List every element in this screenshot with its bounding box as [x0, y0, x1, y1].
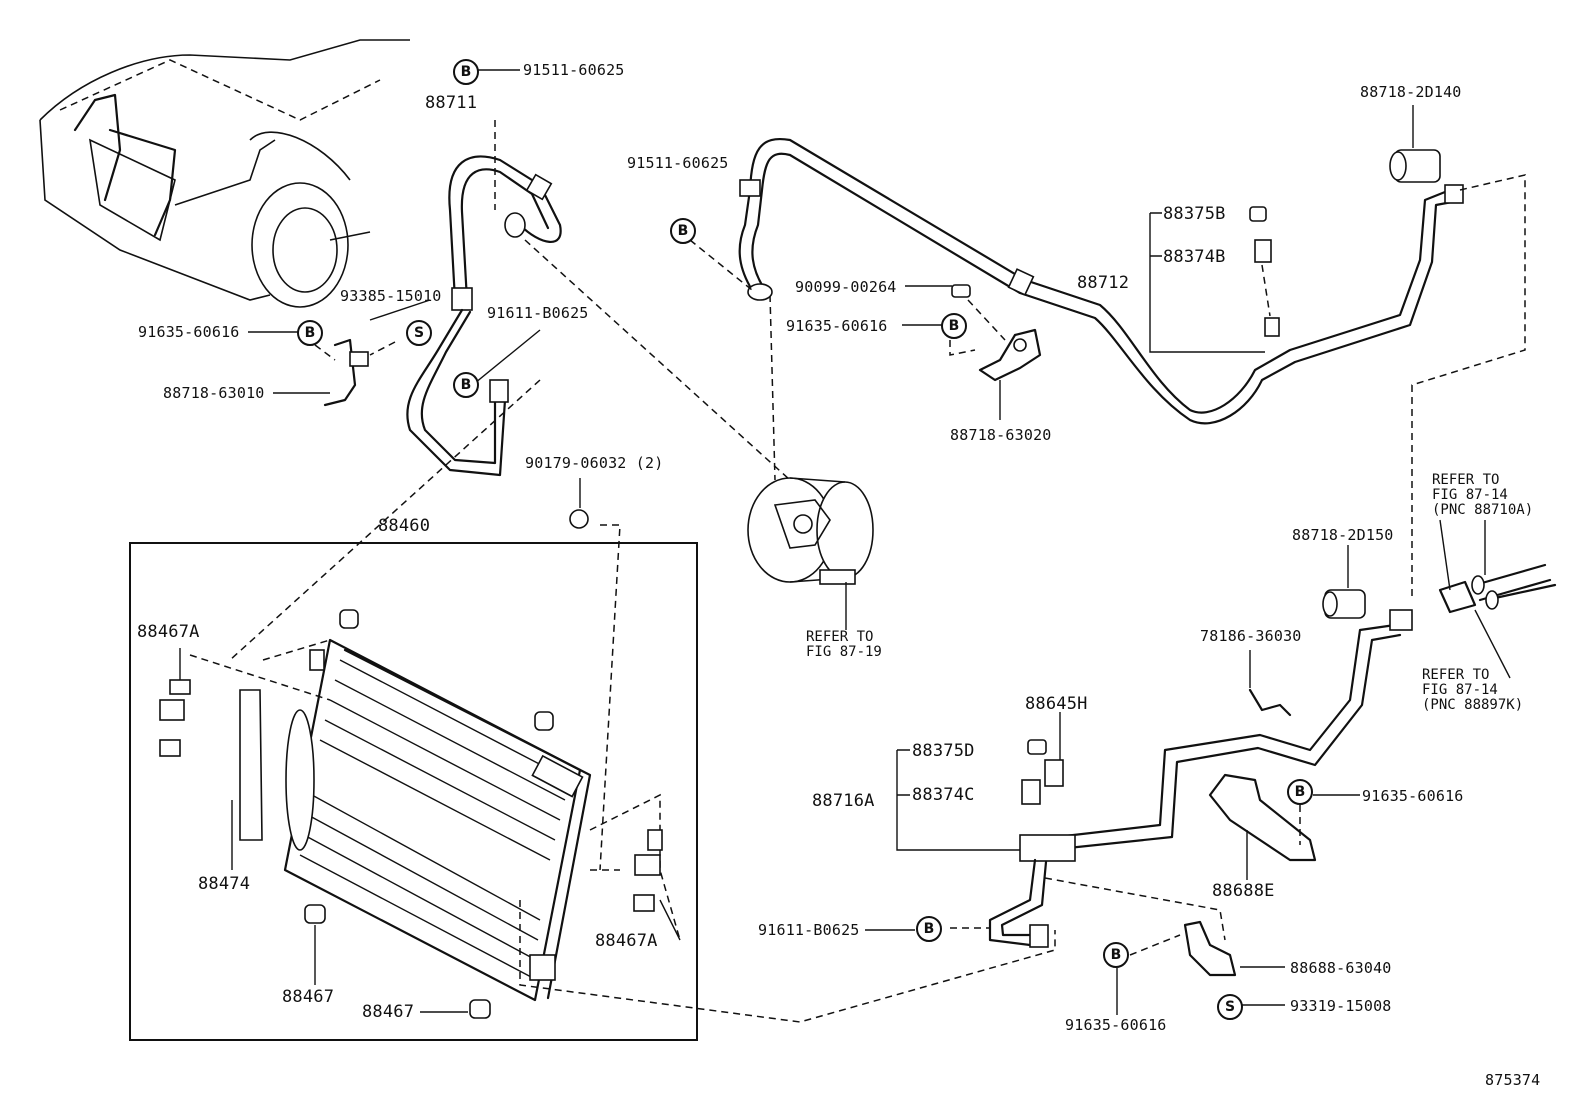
part-label-88460: 88460 — [378, 516, 431, 536]
part-label-90179-06032: 90179-06032 (2) — [525, 454, 664, 472]
bolt-symbol-b: B — [297, 320, 323, 346]
connector-pipes — [1438, 520, 1557, 614]
part-label-88688E: 88688E — [1212, 881, 1275, 901]
bolt-symbol-b: B — [670, 218, 696, 244]
bolt-symbol-b: B — [453, 59, 479, 85]
part-label-91635-60616-right: 91635-60616 — [1362, 787, 1464, 805]
bolt-symbol-b: B — [916, 916, 942, 942]
part-label-88467-b: 88467 — [362, 1002, 415, 1022]
valve-88374B — [1149, 206, 1280, 353]
part-label-88374C: 88374C — [912, 785, 975, 805]
bracket-88688E — [1129, 773, 1317, 1006]
part-label-88375B: 88375B — [1163, 204, 1226, 224]
part-label-88688-63040: 88688-63040 — [1290, 959, 1392, 977]
bolt-symbol-b: B — [941, 313, 967, 339]
part-label-88645H: 88645H — [1025, 694, 1088, 714]
leader-lines — [248, 69, 1511, 1015]
bracket-88718-63020 — [949, 284, 1042, 382]
part-label-88718-2D150: 88718-2D150 — [1292, 526, 1394, 544]
part-label-91611-B0625-top: 91611-B0625 — [487, 304, 589, 322]
refer-note-fig-87-19: REFER TO FIG 87-19 — [806, 629, 882, 660]
bolt-symbol-b: B — [1287, 779, 1313, 805]
part-label-91611-B0625-bottom: 91611-B0625 — [758, 921, 860, 939]
clamp-78186-36030 — [1248, 650, 1292, 717]
part-label-88467-a: 88467 — [282, 987, 335, 1007]
part-label-88718-2D140: 88718-2D140 — [1360, 83, 1462, 101]
bolt-symbol-b: B — [1103, 942, 1129, 968]
part-label-88716A: 88716A — [812, 791, 875, 811]
part-label-88718-63020: 88718-63020 — [950, 426, 1052, 444]
refer-note-fig-87-14-b: REFER TO FIG 87-14 (PNC 88897K) — [1422, 667, 1524, 713]
part-label-91511-60625-top: 91511-60625 — [523, 61, 625, 79]
hose-88712 — [689, 138, 1526, 600]
part-label-91635-60616-bottom: 91635-60616 — [1065, 1016, 1167, 1034]
part-label-88374B: 88374B — [1163, 247, 1226, 267]
part-label-91511-60625-mid: 91511-60625 — [627, 154, 729, 172]
part-label-88467A-left: 88467A — [137, 622, 200, 642]
part-label-78186-36030: 78186-36030 — [1200, 627, 1302, 645]
vehicle-front-illustration — [39, 39, 410, 308]
compressor-illustration — [747, 294, 874, 630]
refer-note-fig-87-14-a: REFER TO FIG 87-14 (PNC 88710A) — [1432, 472, 1534, 518]
screw-symbol-s: S — [1217, 994, 1243, 1020]
part-label-88467A-right: 88467A — [595, 931, 658, 951]
part-label-88718-63010: 88718-63010 — [163, 384, 265, 402]
bolt-symbol-b: B — [453, 372, 479, 398]
part-label-88474: 88474 — [198, 874, 251, 894]
part-label-90099-00264: 90099-00264 — [795, 278, 897, 296]
cushion-88718-2D150 — [1322, 545, 1366, 619]
part-label-88711: 88711 — [425, 93, 478, 113]
screw-symbol-s: S — [406, 320, 432, 346]
part-label-93319-15008: 93319-15008 — [1290, 997, 1392, 1015]
hose-88711 — [406, 120, 791, 481]
part-label-93385-15010: 93385-15010 — [340, 287, 442, 305]
part-label-91635-60616-mid: 91635-60616 — [786, 317, 888, 335]
condenser-illustration — [159, 379, 1056, 1023]
pipe-88716A — [896, 609, 1413, 948]
part-label-88375D: 88375D — [912, 741, 975, 761]
condenser-frame — [129, 542, 698, 1041]
bracket-88718-63010 — [314, 338, 396, 407]
cushion-88718-2D140 — [1389, 105, 1441, 183]
part-label-88712: 88712 — [1077, 273, 1130, 293]
part-label-91635-60616-left: 91635-60616 — [138, 323, 240, 341]
diagram-id: 875374 — [1485, 1071, 1541, 1089]
